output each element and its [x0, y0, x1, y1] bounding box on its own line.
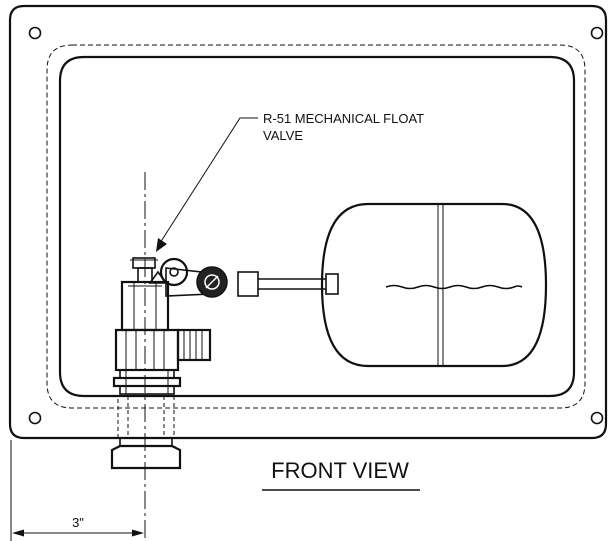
lock-nut-icon [196, 266, 228, 298]
float-ball [320, 202, 548, 368]
callout-leader [156, 117, 258, 252]
mounting-hole-top-left [28, 26, 42, 40]
callout-label-line1: R-51 MECHANICAL FLOAT [263, 111, 424, 126]
dimension-label: 3" [72, 515, 84, 530]
view-title: FRONT VIEW [271, 458, 409, 483]
mounting-hole-bottom-right [590, 411, 604, 425]
valve-threaded-base [112, 369, 182, 395]
callout-label-line2: VALVE [263, 128, 303, 143]
mounting-hole-top-right [590, 26, 604, 40]
gasket-dashed-line [46, 44, 586, 409]
panel-fitting [110, 395, 182, 470]
dimension-3in [12, 529, 144, 537]
rod-nut [237, 271, 259, 297]
inner-window-outline [58, 55, 576, 398]
float-connector [325, 273, 339, 295]
valve-side-outlet [176, 328, 212, 362]
valve-hex-body [114, 328, 180, 372]
mounting-hole-bottom-left [28, 411, 42, 425]
water-level-line [385, 284, 523, 290]
enclosure-outline [8, 4, 608, 440]
